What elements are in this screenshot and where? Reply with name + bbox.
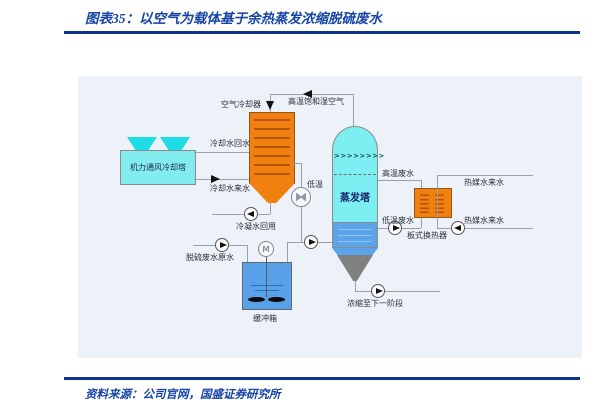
low-temp-wastewater-label: 低温废水 [382,216,414,225]
cooling-water-supply-label: 冷却水来水 [210,184,250,193]
raw-water-pipe [247,245,248,262]
air-pipe [293,163,301,164]
process-diagram-panel [78,76,582,358]
blower-icon [291,187,311,207]
air-pipe [353,94,354,130]
figure-title: 图表35：以空气为载体基于余热蒸发浓缩脱硫废水 [85,11,382,26]
pump-icon [244,207,258,221]
cooling-water-return-pipe [194,152,249,153]
pump-icon [451,221,465,235]
evaporation-tower [332,149,378,222]
plate-heat-exchanger [414,188,452,218]
tower-cone-upper [332,248,378,255]
agitator-blade-icon [248,297,265,302]
motor-icon: M [258,241,274,257]
source-note: 资料来源：公司官网，国盛证券研究所 [85,389,281,401]
pump-icon [388,221,402,235]
spray-nozzles-icon: >>>>>>>> [334,152,385,160]
concentrate-pipe [355,291,440,292]
air-pipe [301,207,302,242]
feed-pipe [287,242,288,262]
evaporation-tower-label: 蒸发塔 [340,193,370,204]
air-pipe [301,163,302,187]
high-temp-wastewater-label: 高温废水 [382,169,414,178]
hx-coil-icon [435,192,444,213]
hx-coil-icon [420,192,429,213]
condensate-pipe [270,203,271,214]
motor-symbol: M [262,244,270,254]
concentrate-next-stage-label: 浓缩至下一阶段 [347,299,403,308]
cooling-water-return-label: 冷却水回水 [210,139,250,148]
cooling-tower-fan-icon [160,137,190,150]
cooling-tower-label: 机力通风冷却塔 [130,162,186,172]
flow-arrow-icon [303,90,312,98]
buffer-tank [242,262,292,310]
heat-medium-bottom-label: 热媒水来水 [464,216,504,225]
heat-medium-pipe [437,175,438,228]
packing-layer-line [334,174,376,175]
agitator-blade-icon [268,297,285,302]
hot-wastewater-pipe [378,180,421,181]
tower-liquid-sump [332,222,378,248]
pump-icon [215,238,229,252]
flow-arrow-icon [266,101,274,110]
heat-medium-pipe [437,175,533,176]
agitator-shaft [266,257,267,297]
heat-medium-pipe [437,228,533,229]
raw-wastewater-label: 脱硫废水原水 [186,253,234,262]
footer-divider [64,377,580,380]
plate-hx-label: 板式换热器 [407,231,447,240]
air-pipe [270,94,354,95]
title-divider [64,31,580,34]
concentrate-pipe [355,281,356,291]
flow-arrow-icon [211,175,220,183]
heat-medium-top-label: 热媒水来水 [464,178,504,187]
pump-icon [371,284,385,298]
pump-icon [304,235,318,249]
air-cooler [249,112,295,184]
cooling-coil-icon [254,119,290,175]
low-temp-label: 低温 [307,180,323,189]
cooling-water-supply-pipe [194,179,249,180]
air-cooler-label: 空气冷却器 [221,100,261,109]
hot-humid-air-label: 高温饱和湿空气 [288,97,344,106]
condensate-reuse-label: 冷凝水回用 [236,222,276,231]
buffer-tank-label: 缓冲箱 [253,314,277,323]
cooling-tower: 机力通风冷却塔 [120,150,196,185]
condensate-pipe [212,214,270,215]
cooling-tower-fan-icon [127,137,157,150]
